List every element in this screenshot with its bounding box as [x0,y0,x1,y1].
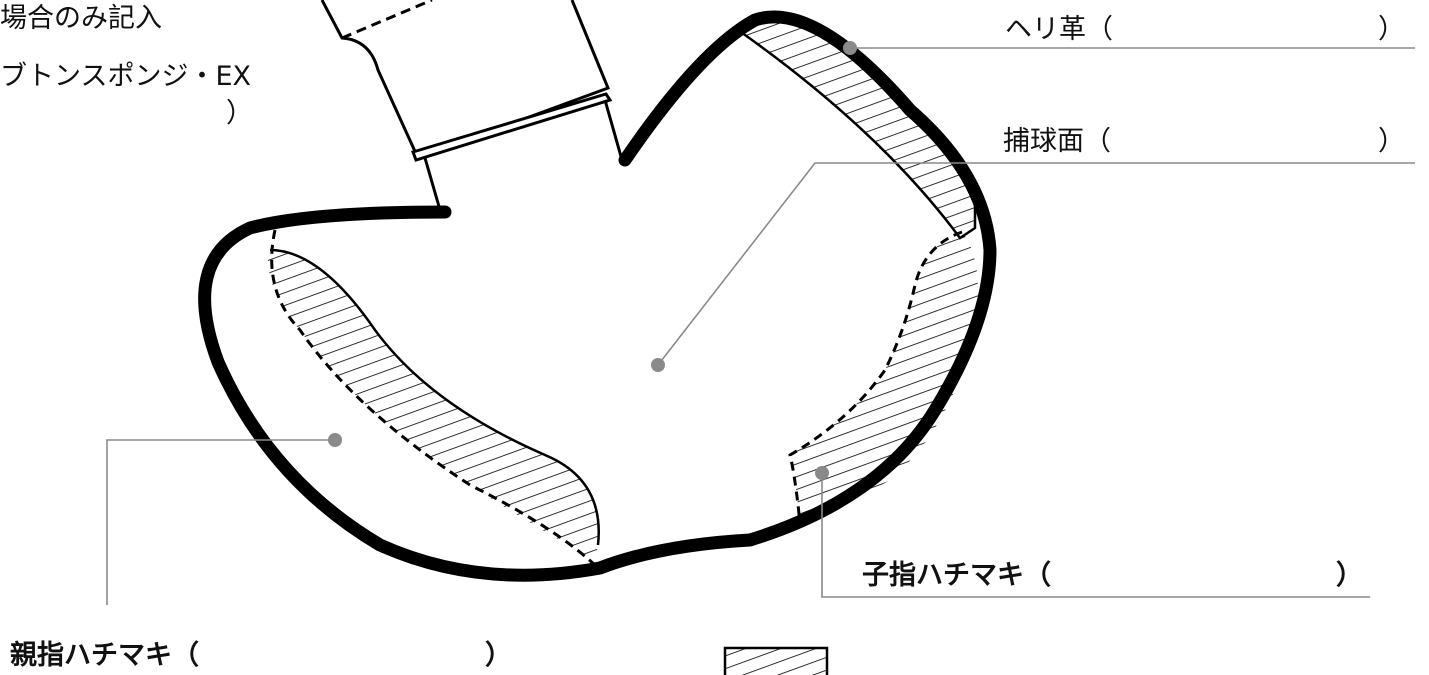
heri-hatch-area [735,19,977,240]
koyubi-close-paren: ） [1336,560,1363,591]
legend-hatch-box [723,646,829,675]
koyubi-hatch-area [790,232,979,523]
note-close-paren: ） [226,98,253,129]
dot-heri [843,41,857,55]
note-line2: ブトンスポンジ・EX [0,61,252,92]
leader-oyayubi [106,439,335,605]
koyubi-dashed-edge [788,230,963,524]
oyayubi-solid-edge [269,248,600,546]
heri-close-paren: ） [1378,14,1405,45]
koyubi-label: 子指ハチマキ（ [862,560,1051,591]
hokyu-close-paren: ） [1378,126,1405,157]
heri-label: ヘリ革（ [1005,14,1113,45]
dot-koyubi [815,466,829,480]
oyayubi-close-paren: ） [485,640,512,671]
strap-lower-rect [411,92,613,162]
strap-dashed-seam [341,0,433,40]
oyayubi-label: 親指ハチマキ（ [10,640,199,671]
strap-upper-rect [320,0,610,160]
oyayubi-hatch-area [267,250,599,560]
leader-hokyu [657,162,1415,366]
note-line1: 場合のみ記入 [0,3,162,34]
oyayubi-dashed-edge [270,229,602,572]
hokyu-label: 捕球面（ [1003,126,1111,157]
leader-koyubi [821,473,1370,598]
strap-neck [423,99,624,211]
dot-oyayubi [328,433,342,447]
dot-hokyu [651,358,665,372]
